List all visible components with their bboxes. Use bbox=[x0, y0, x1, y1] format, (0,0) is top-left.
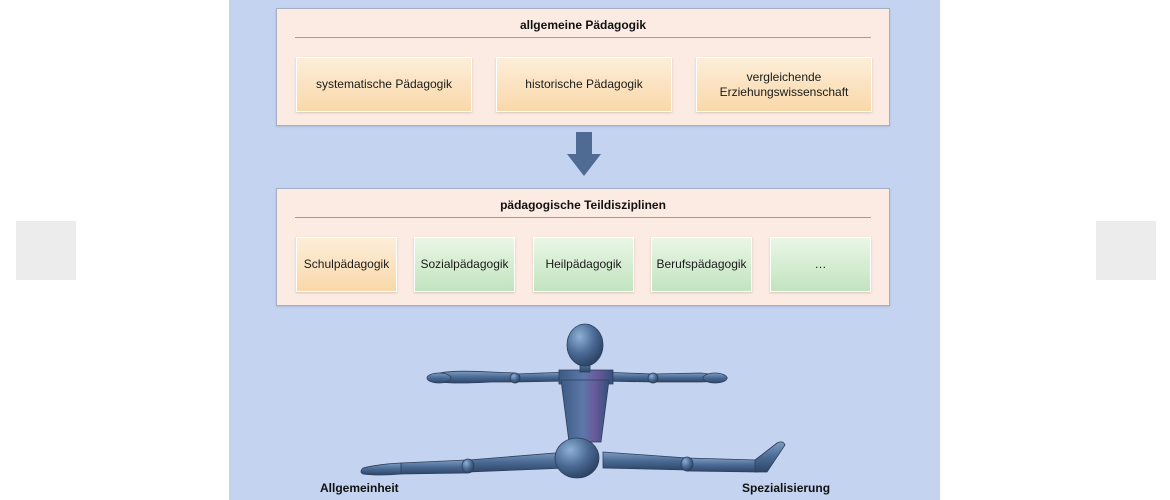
subdisciplines-title: pädagogische Teildisziplinen bbox=[500, 198, 666, 212]
nav-placeholder-right bbox=[1096, 221, 1156, 280]
arrow-down-icon bbox=[567, 132, 601, 176]
card-comparative-education: vergleichende Erziehungswissenschaft bbox=[696, 57, 872, 112]
card-historical-pedagogy: historische Pädagogik bbox=[496, 57, 672, 112]
card-school-pedagogy: Schulpädagogik bbox=[296, 237, 397, 292]
card-more-disciplines: … bbox=[770, 237, 871, 292]
axis-label-generality: Allgemeinheit bbox=[320, 481, 399, 495]
diagram-panel: allgemeine Pädagogik systematische Pädag… bbox=[229, 0, 940, 500]
card-vocational-pedagogy: Berufspädagogik bbox=[651, 237, 752, 292]
nav-placeholder-left bbox=[16, 221, 76, 280]
card-systematic-pedagogy: systematische Pädagogik bbox=[296, 57, 472, 112]
title-divider bbox=[295, 217, 871, 218]
title-divider bbox=[295, 37, 871, 38]
general-pedagogy-box: allgemeine Pädagogik systematische Pädag… bbox=[276, 8, 890, 126]
subdisciplines-box: pädagogische Teildisziplinen Schulpädago… bbox=[276, 188, 890, 306]
splits-figure-icon bbox=[360, 323, 786, 479]
card-special-pedagogy: Heilpädagogik bbox=[533, 237, 634, 292]
axis-label-specialization: Spezialisierung bbox=[742, 481, 831, 495]
general-pedagogy-title: allgemeine Pädagogik bbox=[519, 18, 647, 32]
card-social-pedagogy: Sozialpädagogik bbox=[414, 237, 515, 292]
